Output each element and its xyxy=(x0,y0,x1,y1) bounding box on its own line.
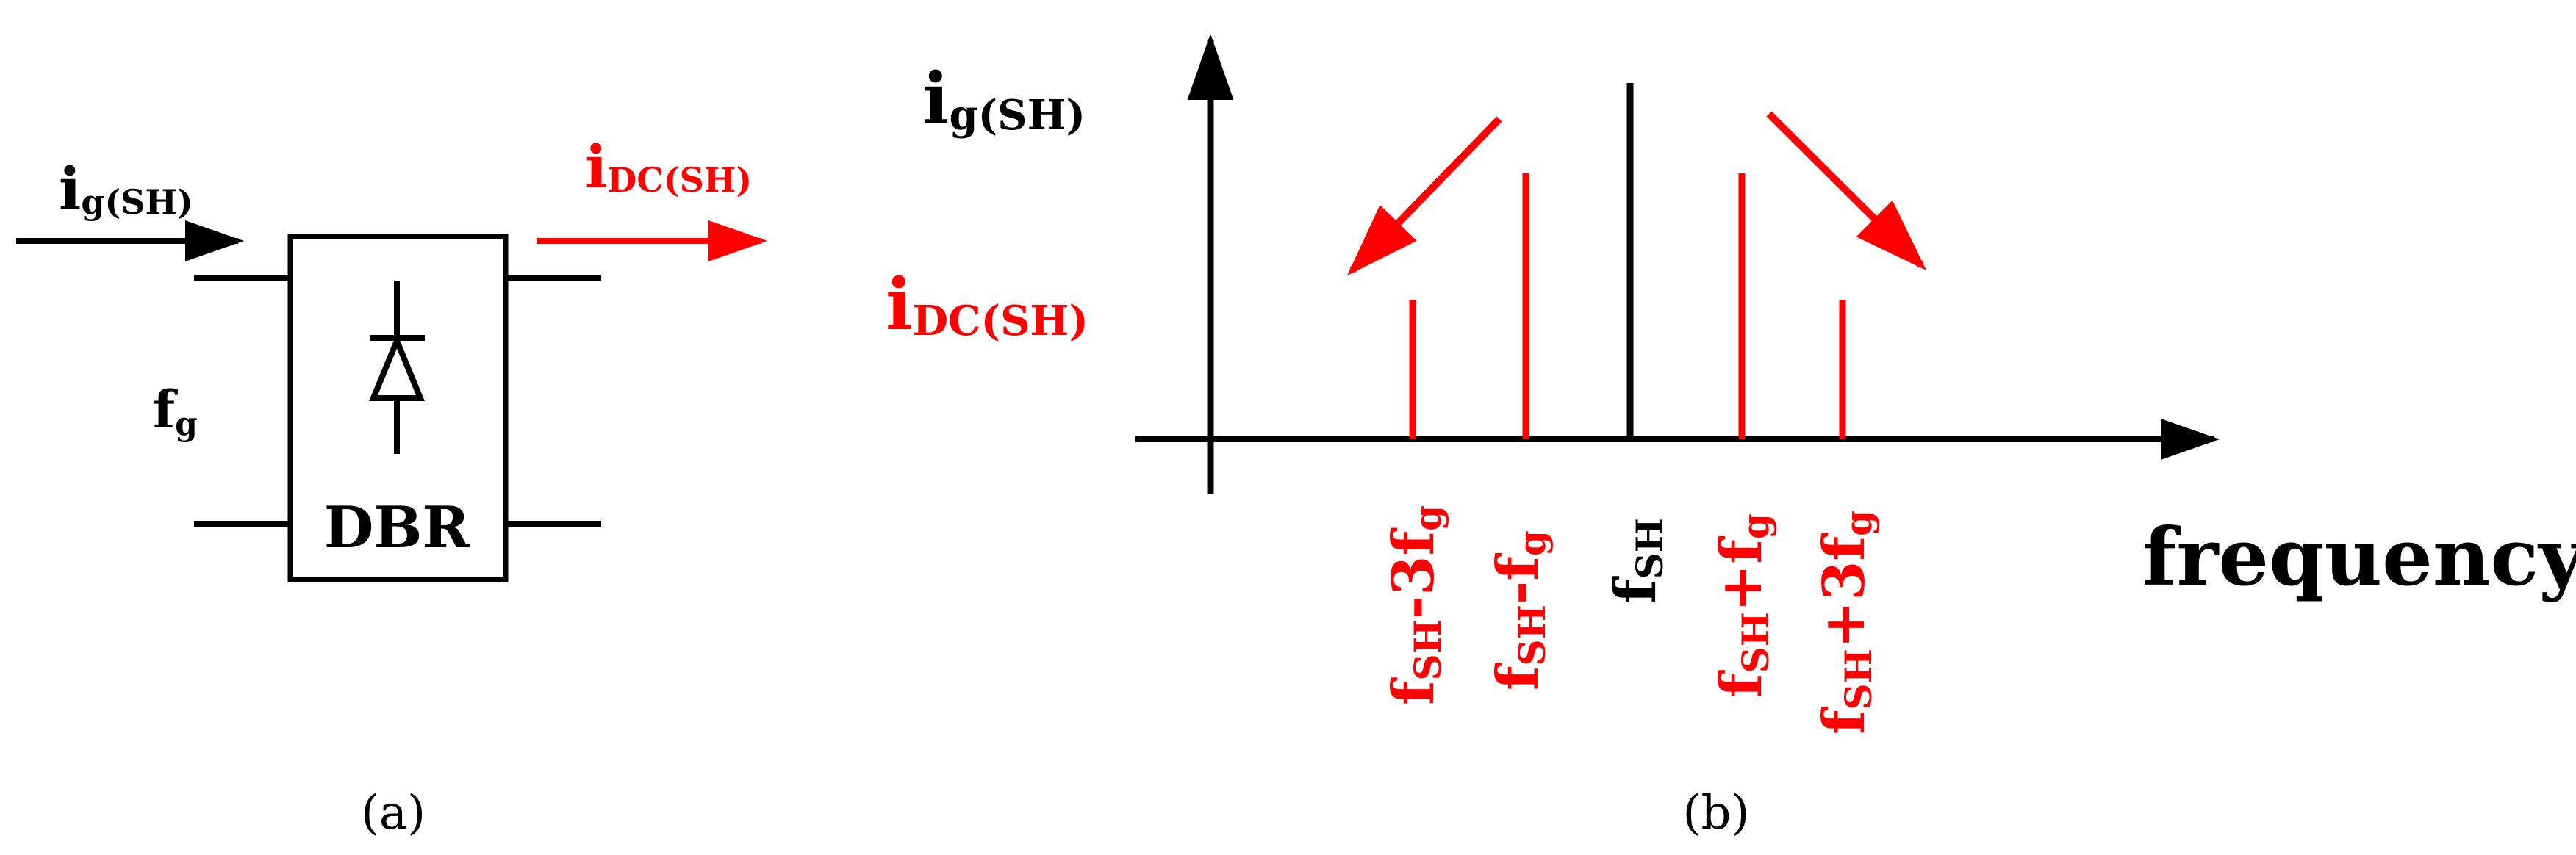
tick-label-fsh-plus-fg: fSH+fg xyxy=(1708,513,1777,698)
x-axis-label: frequency xyxy=(2142,511,2576,604)
caption-a: (a) xyxy=(361,786,426,840)
y-label-idc: iDC(SH) xyxy=(886,263,1088,346)
block-label: DBR xyxy=(324,494,471,561)
svg-text:fSH: fSH xyxy=(1602,518,1671,604)
diode-icon xyxy=(369,281,425,454)
caption-b: (b) xyxy=(1683,786,1750,840)
panel-b: ig(SH) iDC(SH) frequency fSH-3fg fSH-fg … xyxy=(886,34,2576,840)
tick-label-fsh-plus-3fg: fSH+3fg xyxy=(1811,511,1880,735)
dbr-block xyxy=(287,234,509,582)
svg-text:fSH+fg: fSH+fg xyxy=(1708,513,1777,698)
svg-text:fSH+3fg: fSH+3fg xyxy=(1811,511,1880,735)
tick-label-fsh-minus-fg: fSH-fg xyxy=(1485,530,1554,690)
input-label: ig(SH) xyxy=(59,154,193,223)
svg-text:fSH-3fg: fSH-3fg xyxy=(1380,505,1449,705)
svg-text:fSH-fg: fSH-fg xyxy=(1485,530,1554,690)
tick-label-fsh-minus-3fg: fSH-3fg xyxy=(1380,505,1449,705)
arrow-right-down xyxy=(1766,111,1927,271)
output-label: iDC(SH) xyxy=(585,132,752,201)
freq-label: fg xyxy=(153,379,198,443)
panel-a: DBR ig(SH) iDC(SH) fg (a) xyxy=(16,132,767,840)
tick-label-fsh: fSH xyxy=(1602,518,1671,604)
y-label-ig: ig(SH) xyxy=(922,57,1086,140)
arrow-left-down xyxy=(1347,116,1502,276)
